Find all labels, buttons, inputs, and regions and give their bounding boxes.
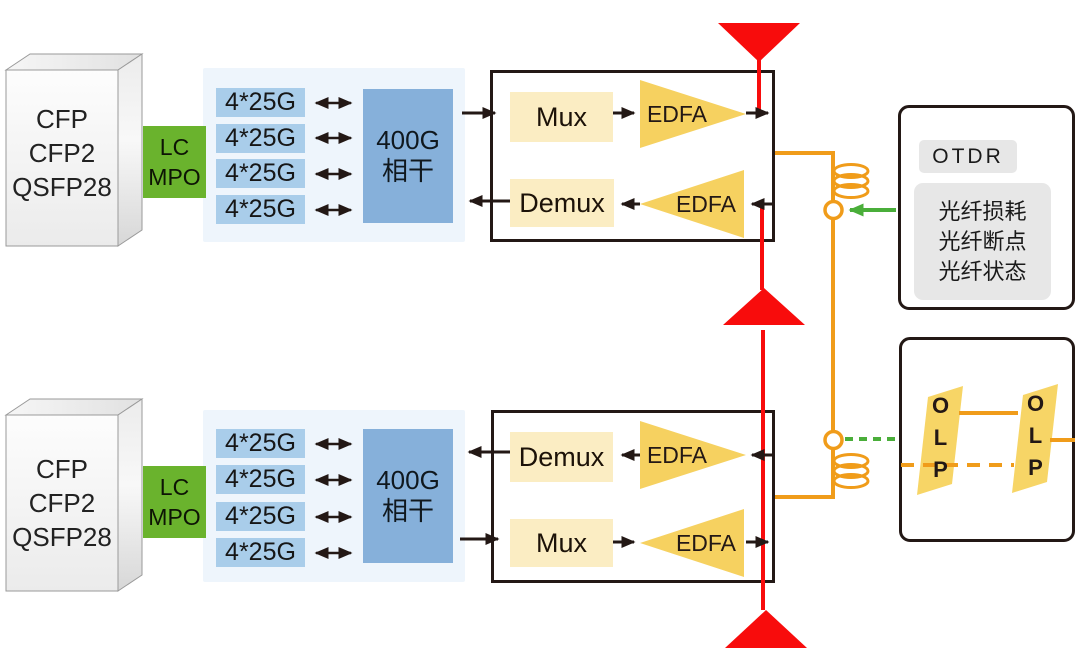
edfa-triangle-top-rx bbox=[640, 170, 744, 238]
coherent-line: 400G bbox=[376, 465, 440, 495]
lane-box: 4*25G bbox=[216, 195, 305, 224]
terminal-3d-box-top bbox=[4, 53, 144, 247]
otdr-item-fiber-loss: 光纤损耗 bbox=[938, 198, 1027, 224]
connector-line: MPO bbox=[148, 164, 201, 190]
connector-line: LC bbox=[159, 474, 190, 500]
connector-line: MPO bbox=[148, 504, 201, 530]
edfa-label-bottom-rx: EDFA bbox=[646, 441, 708, 468]
lane-bidir-arrows bbox=[314, 97, 353, 559]
edfa-label-bottom-tx: EDFA bbox=[675, 529, 737, 556]
coherent-box-top: 400G 相干 bbox=[363, 89, 453, 223]
coherent-line: 400G bbox=[376, 125, 440, 155]
otdr-item-fiber-break: 光纤断点 bbox=[938, 228, 1027, 254]
demux-box-top: Demux bbox=[510, 179, 614, 227]
terminal-3d-box-bottom bbox=[4, 398, 144, 592]
otdr-item-fiber-status: 光纤状态 bbox=[938, 258, 1027, 284]
lane-box: 4*25G bbox=[216, 88, 305, 117]
otdr-title-badge: OTDR bbox=[919, 140, 1017, 173]
lane-box: 4*25G bbox=[216, 429, 305, 458]
edfa-triangle-top-tx bbox=[640, 80, 746, 148]
edfa-label-top-rx: EDFA bbox=[675, 190, 737, 217]
mux-box-top: Mux bbox=[510, 92, 613, 142]
olp-module-left bbox=[917, 386, 963, 495]
connector-box-bottom: LC MPO bbox=[143, 466, 206, 538]
terminal-label-bottom: CFP CFP2 QSFP28 bbox=[6, 445, 118, 560]
lane-box: 4*25G bbox=[216, 124, 305, 153]
coherent-box-bottom: 400G 相干 bbox=[363, 429, 453, 563]
lane-box: 4*25G bbox=[216, 538, 305, 567]
terminal-line: QSFP28 bbox=[12, 521, 112, 552]
terminal-line: CFP2 bbox=[28, 137, 96, 168]
connector-line: LC bbox=[159, 134, 190, 160]
monitor-tap-top bbox=[823, 199, 844, 221]
antenna-bottom bbox=[725, 610, 807, 648]
edfa-triangle-bottom-rx bbox=[640, 421, 746, 489]
coherent-line: 相干 bbox=[381, 496, 434, 526]
terminal-line: CFP bbox=[36, 453, 88, 484]
mux-box-bottom: Mux bbox=[510, 519, 613, 567]
antenna-top bbox=[718, 23, 800, 112]
monitor-tap-bottom bbox=[823, 429, 844, 451]
transport-box-top bbox=[490, 70, 775, 242]
olp-module-right bbox=[1012, 384, 1058, 493]
lane-box: 4*25G bbox=[216, 465, 305, 494]
otdr-box bbox=[898, 105, 1075, 310]
otdr-info-box: 光纤损耗 光纤断点 光纤状态 bbox=[914, 183, 1051, 300]
connector-box-top: LC MPO bbox=[143, 126, 206, 198]
terminal-line: QSFP28 bbox=[12, 171, 112, 202]
olp-label-right: OLP bbox=[1023, 391, 1048, 487]
edfa-label-top-tx: EDFA bbox=[646, 100, 708, 127]
lane-box: 4*25G bbox=[216, 502, 305, 531]
fiber-line-main bbox=[775, 151, 835, 499]
olp-label-left: OLP bbox=[928, 393, 953, 489]
transport-box-bottom bbox=[491, 410, 775, 583]
edfa-triangle-bottom-tx bbox=[640, 509, 744, 577]
terminal-label-top: CFP CFP2 QSFP28 bbox=[6, 95, 118, 210]
fiber-coil-top bbox=[832, 163, 870, 199]
fiber-coil-bottom bbox=[832, 453, 870, 489]
terminal-line: CFP2 bbox=[28, 487, 96, 518]
terminal-line: CFP bbox=[36, 103, 88, 134]
coherent-line: 相干 bbox=[381, 156, 434, 186]
lane-box: 4*25G bbox=[216, 159, 305, 188]
demux-box-bottom: Demux bbox=[510, 432, 613, 482]
antenna-middle bbox=[723, 204, 805, 610]
